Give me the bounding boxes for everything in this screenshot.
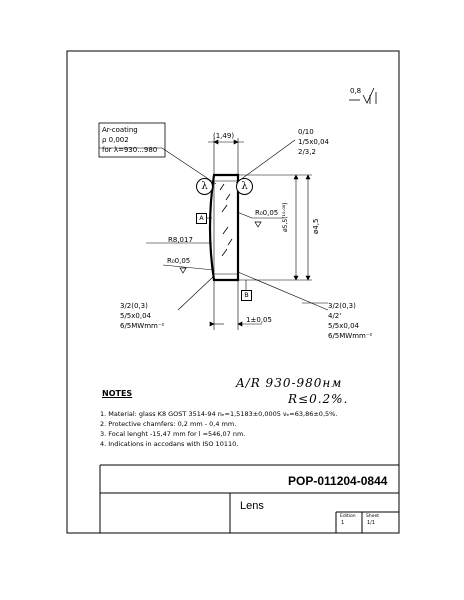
right-spec-4: 6/5MWmm⁻² [328,332,373,340]
edition-label: Edition [340,514,356,519]
datum-a: A [196,213,207,224]
thickness-dimension: (1,49) [213,132,235,140]
tolerance-top-3: 2/3,2 [298,148,316,156]
notes-title: NOTES [102,389,133,398]
sheet-label: Sheet [366,514,380,519]
radius-label: R8,017 [168,236,193,244]
note-3: 3. Focal lenght -15,47 mm for l =546,07 … [100,430,246,438]
roughness-marks [179,221,262,274]
tolerance-top-1: 0/10 [298,128,314,136]
sheet-value: 1/1 [367,520,376,526]
right-spec-1: 3/2(0,3) [328,302,356,310]
diameter-outer: ø4,5 [312,218,320,234]
note-1: 1. Material: glass K8 GOST 3514-94 nₑ=1,… [100,410,338,418]
center-thickness: 1±0,05 [246,316,272,324]
title-block-lines [99,464,399,533]
lambda-right-symbol: λ [236,178,253,195]
dimension-lines [99,138,329,330]
sheet-border [66,50,400,534]
tolerance-top-2: 1/5x0,04 [298,138,329,146]
part-name: Lens [240,500,264,512]
coating-line-2: ρ 0,002 [102,136,129,144]
lens-outline [208,173,240,282]
left-spec-2: 5/5x0,04 [120,312,151,320]
lambda-left-symbol: λ [196,178,213,195]
note-4: 4. Indications in accodans with ISO 1011… [100,440,239,448]
right-spec-2: 4/2' [328,312,342,320]
left-spec-1: 3/2(0,3) [120,302,148,310]
note-2: 2. Protective chamfers: 0,2 mm - 0,4 mm. [100,420,237,428]
handwritten-ar-range: A/R 930-980нм [236,376,343,390]
coating-line-3: for λ=930...980 [102,146,158,154]
right-spec-3: 5/5x0,04 [328,322,359,330]
left-spec-3: 6/5MWmm⁻² [120,322,165,330]
surface-finish-value: 0,8 [350,87,362,95]
document-number: POP-011204-0844 [288,474,388,488]
coating-note-box [98,122,166,158]
edition-value: 1 [341,520,345,526]
diameter-inner: ø5,5(¹⁰·⁰⁸) [282,202,289,232]
radius-tolerance-right: R₀0,05 [255,209,279,217]
datum-b: B [241,290,252,301]
coating-line-1: Ar-coating [102,126,138,134]
radius-tolerance-left: R₀0,05 [167,257,191,265]
surface-finish-symbol [349,87,377,104]
handwritten-reflectance: R≤0.2%. [288,392,349,406]
